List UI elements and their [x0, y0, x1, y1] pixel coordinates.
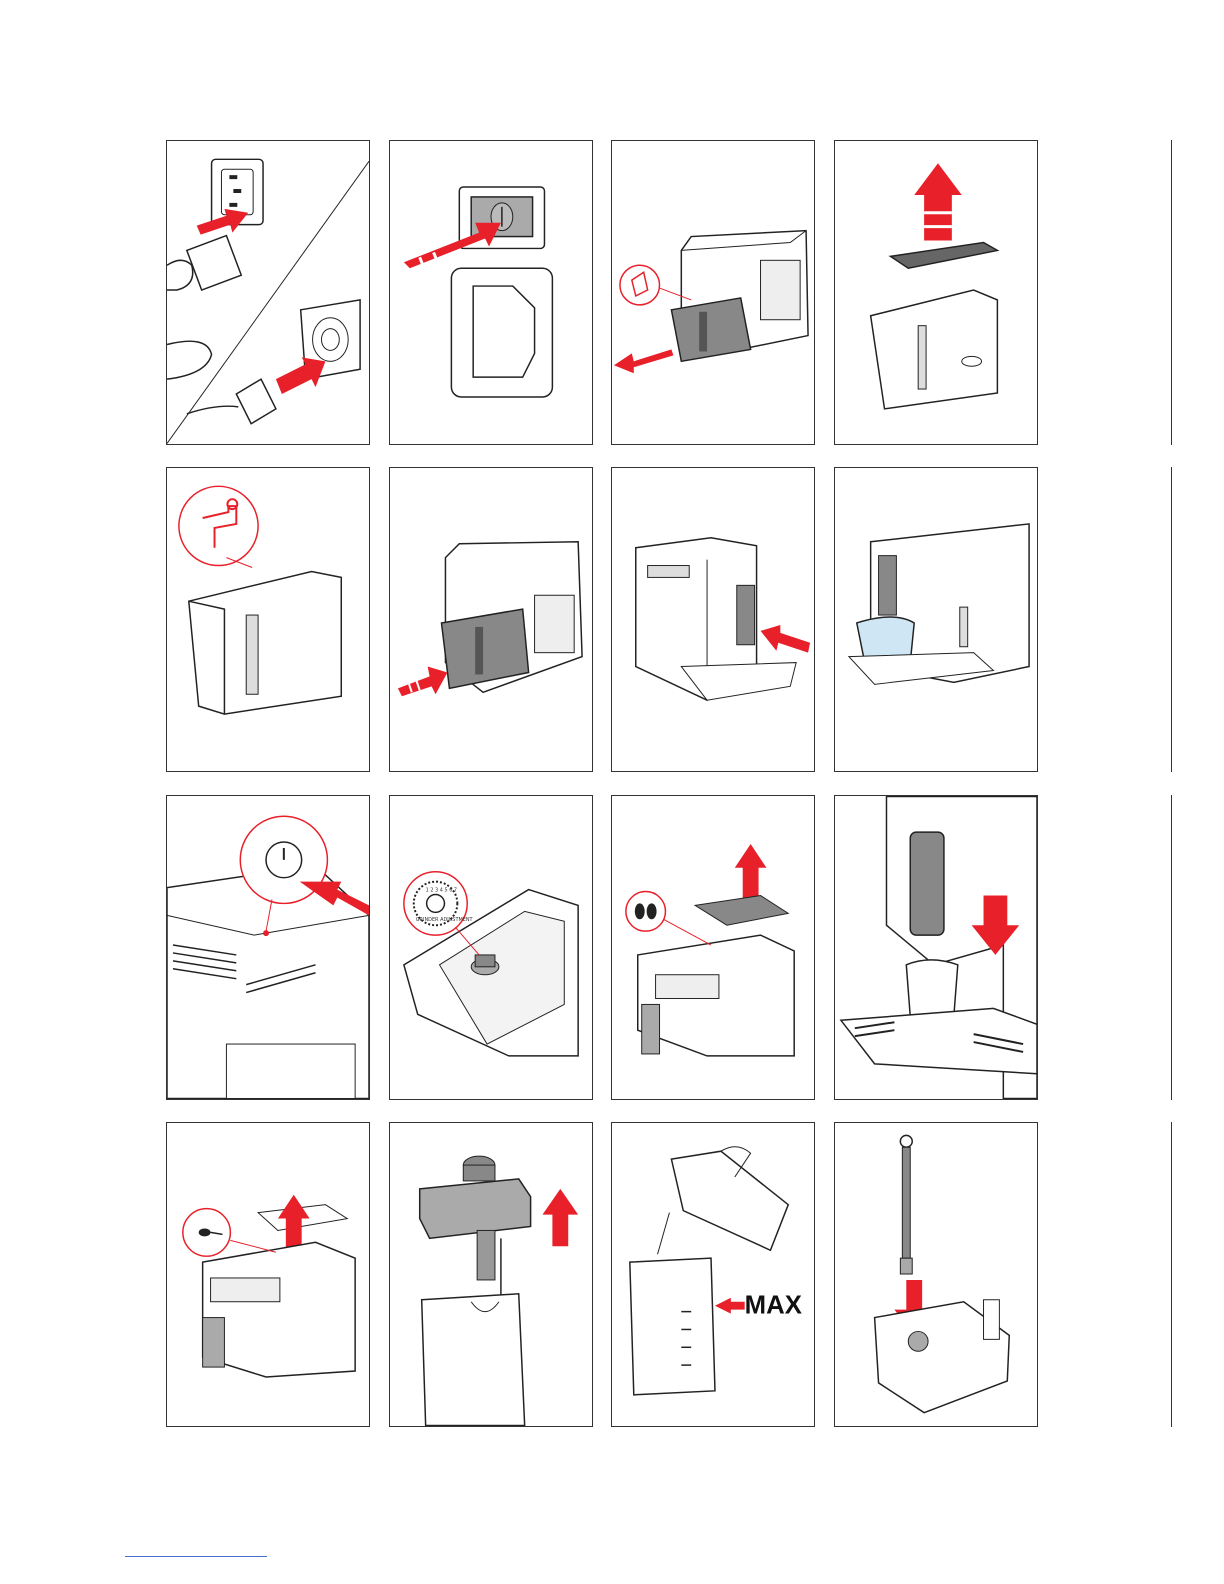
max-label: MAX — [745, 1292, 802, 1320]
grinder-adjustment-icon: 1 2 3 4 5 6 7 GRINDER ADJUSTMENT — [390, 796, 592, 1099]
panel-bean-container-lid — [611, 795, 815, 1100]
panel-edge — [1171, 1122, 1175, 1427]
pour-milk-max-icon: MAX — [612, 1123, 814, 1426]
grinder-numbers: 1 2 3 4 5 6 7 — [426, 888, 457, 894]
ground-coffee-funnel-icon — [167, 1123, 369, 1426]
bean-container-lid-icon — [612, 796, 814, 1099]
panel-coffee-spout-down — [834, 795, 1038, 1100]
panel-cup-under-spout — [834, 467, 1038, 772]
panel-edge — [1171, 140, 1175, 445]
plug-into-socket-icon — [167, 141, 369, 444]
panel-milk-tube-insert — [834, 1122, 1038, 1427]
panel-remove-tank-lid — [834, 140, 1038, 445]
panel-grinder-adjustment: 1 2 3 4 5 6 7 GRINDER ADJUSTMENT — [389, 795, 593, 1100]
insert-water-tank-icon — [390, 468, 592, 771]
footer-rule — [125, 1556, 267, 1557]
panel-milk-container-lid — [389, 1122, 593, 1427]
fill-tank-tap-icon — [167, 468, 369, 771]
panel-pour-milk-max: MAX — [611, 1122, 815, 1427]
panel-insert-water-tank — [389, 467, 593, 772]
remove-water-tank-icon — [612, 141, 814, 444]
insert-spout-icon — [612, 468, 814, 771]
grinder-label: GRINDER ADJUSTMENT — [416, 917, 474, 923]
power-button-icon — [167, 796, 369, 1099]
panel-edge — [1171, 467, 1175, 772]
panel-plug-into-socket — [166, 140, 370, 445]
power-switch-icon — [390, 141, 592, 444]
milk-container-lid-icon — [390, 1123, 592, 1426]
panel-insert-spout — [611, 467, 815, 772]
coffee-spout-down-icon — [835, 796, 1037, 1099]
cup-under-spout-icon — [835, 468, 1037, 771]
panel-remove-water-tank — [611, 140, 815, 445]
remove-tank-lid-icon — [835, 141, 1037, 444]
milk-tube-insert-icon — [835, 1123, 1037, 1426]
panel-power-switch — [389, 140, 593, 445]
panel-fill-tank — [166, 467, 370, 772]
panel-ground-coffee-funnel — [166, 1122, 370, 1427]
panel-edge — [1171, 795, 1175, 1100]
panel-power-button — [166, 795, 370, 1100]
